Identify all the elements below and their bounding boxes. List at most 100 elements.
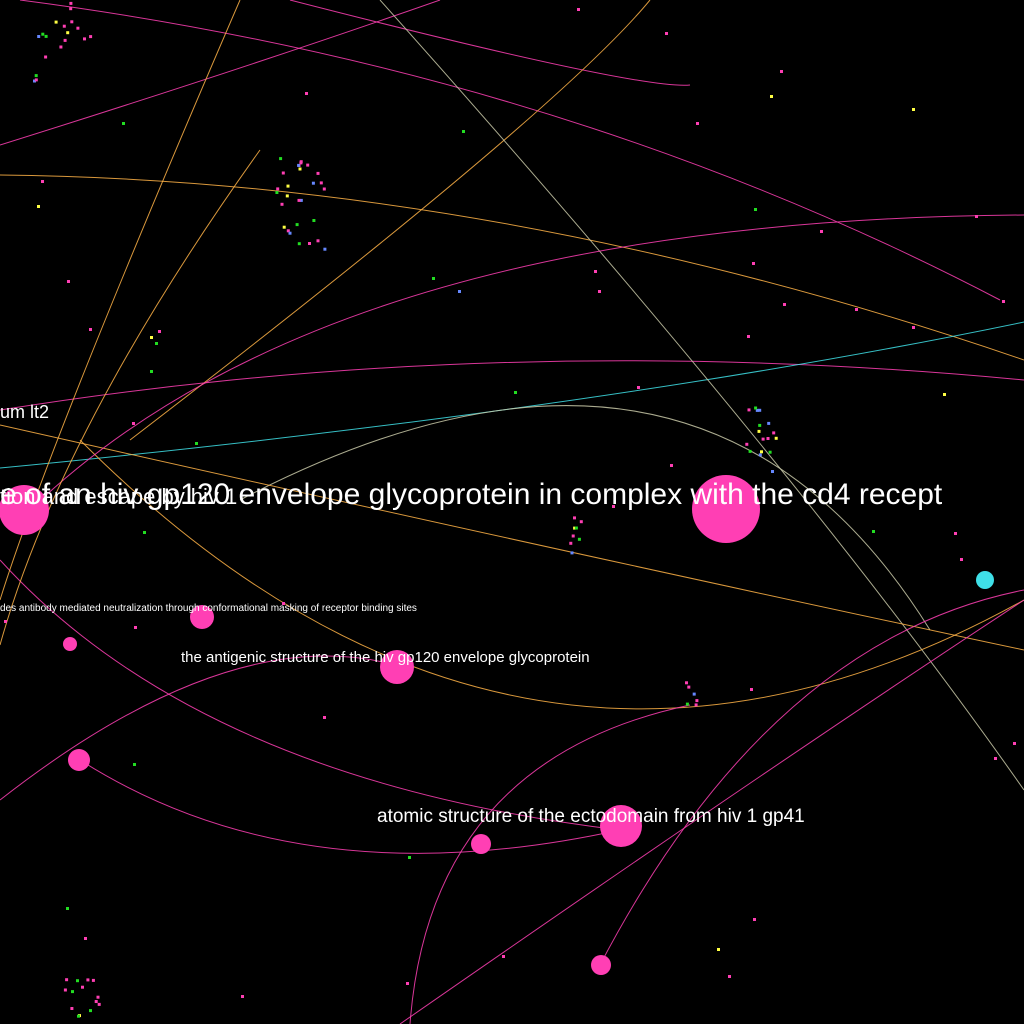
small-node[interactable] <box>89 1009 92 1013</box>
label-partial-left[interactable]: um lt2 <box>0 402 49 422</box>
small-node[interactable] <box>694 703 698 707</box>
small-node[interactable] <box>297 163 301 167</box>
small-node[interactable] <box>84 937 87 940</box>
small-node[interactable] <box>579 520 583 524</box>
small-node[interactable] <box>685 681 688 685</box>
small-node[interactable] <box>66 31 70 35</box>
small-node[interactable] <box>687 685 691 689</box>
small-node[interactable] <box>133 763 136 766</box>
small-node[interactable] <box>37 35 41 38</box>
node-paper-e[interactable] <box>976 571 994 589</box>
small-node[interactable] <box>1002 300 1005 303</box>
small-node[interactable] <box>757 429 761 433</box>
node-gp41-ectodomain[interactable] <box>600 805 642 847</box>
small-node[interactable] <box>954 532 957 535</box>
small-node[interactable] <box>76 26 80 30</box>
small-node[interactable] <box>573 526 577 530</box>
small-node[interactable] <box>34 74 38 78</box>
small-node[interactable] <box>312 219 316 222</box>
small-node[interactable] <box>408 856 411 859</box>
small-node[interactable] <box>770 95 773 98</box>
small-node[interactable] <box>577 537 581 541</box>
small-node[interactable] <box>295 223 299 227</box>
small-node[interactable] <box>577 8 580 11</box>
small-node[interactable] <box>241 995 244 998</box>
small-node[interactable] <box>81 985 84 989</box>
small-node[interactable] <box>747 335 750 338</box>
small-node[interactable] <box>316 239 320 243</box>
small-node[interactable] <box>820 230 823 233</box>
small-node[interactable] <box>282 602 285 605</box>
small-node[interactable] <box>573 516 576 520</box>
small-node[interactable] <box>750 688 753 691</box>
small-node[interactable] <box>569 541 573 545</box>
small-node[interactable] <box>612 505 615 508</box>
small-node[interactable] <box>943 393 946 396</box>
small-node[interactable] <box>752 262 755 265</box>
small-node[interactable] <box>299 198 303 202</box>
small-node[interactable] <box>670 464 673 467</box>
node-paper-b[interactable] <box>591 955 611 975</box>
small-node[interactable] <box>41 32 45 36</box>
node-escape-hiv1[interactable] <box>0 485 49 535</box>
small-node[interactable] <box>855 308 858 311</box>
small-node[interactable] <box>311 181 315 185</box>
small-node[interactable] <box>69 1 73 5</box>
small-node[interactable] <box>771 470 774 473</box>
small-node[interactable] <box>279 157 283 161</box>
small-node[interactable] <box>319 181 323 185</box>
small-node[interactable] <box>134 626 137 629</box>
small-node[interactable] <box>767 421 771 425</box>
small-node[interactable] <box>758 423 762 427</box>
small-node[interactable] <box>772 431 776 435</box>
small-node[interactable] <box>761 437 765 441</box>
small-node[interactable] <box>62 24 66 28</box>
small-node[interactable] <box>753 918 756 921</box>
node-paper-a[interactable] <box>68 749 90 771</box>
small-node[interactable] <box>306 163 310 167</box>
small-node[interactable] <box>158 330 161 333</box>
small-node[interactable] <box>4 620 7 623</box>
small-node[interactable] <box>758 408 762 412</box>
small-node[interactable] <box>912 326 915 329</box>
small-node[interactable] <box>912 108 915 111</box>
small-node[interactable] <box>44 55 48 59</box>
small-node[interactable] <box>717 948 720 951</box>
small-node[interactable] <box>297 198 301 202</box>
small-node[interactable] <box>665 32 668 35</box>
small-node[interactable] <box>89 35 93 39</box>
small-node[interactable] <box>760 450 763 454</box>
small-node[interactable] <box>696 122 699 125</box>
small-node[interactable] <box>685 702 689 706</box>
small-node[interactable] <box>768 450 772 454</box>
small-node[interactable] <box>571 534 575 538</box>
small-node[interactable] <box>280 202 284 206</box>
small-node[interactable] <box>574 526 578 530</box>
small-node[interactable] <box>748 449 752 453</box>
small-node[interactable] <box>766 437 770 440</box>
small-node[interactable] <box>695 699 699 703</box>
small-node[interactable] <box>323 247 327 251</box>
small-node[interactable] <box>570 551 574 555</box>
small-node[interactable] <box>66 907 69 910</box>
small-node[interactable] <box>960 558 963 561</box>
small-node[interactable] <box>758 453 762 457</box>
small-node[interactable] <box>323 716 326 719</box>
small-node[interactable] <box>70 1007 74 1010</box>
small-node[interactable] <box>281 171 285 175</box>
small-node[interactable] <box>780 70 783 73</box>
label-antigenic-structure[interactable]: the antigenic structure of the hiv gp120… <box>181 649 590 666</box>
small-node[interactable] <box>89 328 92 331</box>
small-node[interactable] <box>299 161 303 165</box>
small-node[interactable] <box>282 225 286 229</box>
small-node[interactable] <box>1013 742 1016 745</box>
label-escape-hiv1[interactable]: tion and escape by hiv 1 <box>0 484 237 509</box>
small-node[interactable] <box>754 208 757 211</box>
label-masking[interactable]: des antibody mediated neutralization thr… <box>0 603 417 614</box>
small-node[interactable] <box>406 982 409 985</box>
small-node[interactable] <box>59 45 63 49</box>
small-node[interactable] <box>783 303 786 306</box>
small-node[interactable] <box>275 191 279 194</box>
node-paper-d[interactable] <box>63 637 77 651</box>
small-node[interactable] <box>33 79 36 83</box>
